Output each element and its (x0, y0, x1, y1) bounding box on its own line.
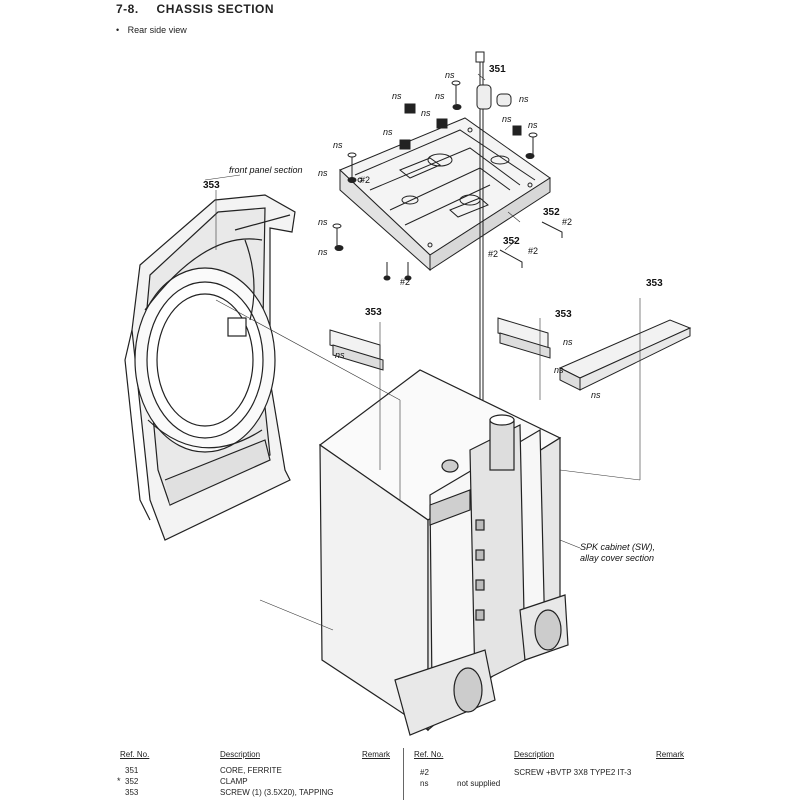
callout-353-c: 353 (555, 309, 572, 320)
col-header-remark: Remark (656, 750, 685, 759)
ns-label: ns (333, 140, 343, 150)
ferrite-core-351 (475, 51, 512, 400)
ns-label: ns (502, 114, 512, 124)
col-header-desc: Description (514, 750, 555, 759)
callout-351: 351 (489, 64, 506, 75)
page-title: 7-8. CHASSIS SECTION (116, 2, 274, 16)
spk-cabinet-label-1: SPK cabinet (SW), (580, 542, 655, 552)
view-label: • Rear side view (116, 25, 187, 35)
table-row-desc: CORE, FERRITE (220, 766, 282, 775)
col-header-remark: Remark (362, 750, 391, 759)
front-panel-label: front panel section (229, 165, 303, 175)
leader-lines (204, 73, 641, 631)
table-row-desc: SCREW +BVTP 3X8 TYPE2 IT-3 (514, 768, 632, 777)
screw-2-label: #2 (562, 217, 572, 227)
ns-label: ns (554, 365, 564, 375)
callout-352-b: 352 (503, 236, 520, 247)
screw-2-label: #2 (360, 175, 370, 185)
table-row-ref: 352 (125, 777, 139, 786)
bullet-icon: • (116, 25, 120, 35)
table-row-ref: 351 (125, 766, 139, 775)
clamps-352 (499, 221, 563, 268)
front-panel (124, 194, 296, 541)
ns-label: ns (528, 120, 538, 130)
callout-352-a: 352 (543, 207, 560, 218)
ns-label: ns (335, 350, 345, 360)
ns-label: ns (435, 91, 445, 101)
table-row-ref: ns (420, 779, 429, 788)
ns-label: ns (318, 168, 328, 178)
spk-cabinet-label-2: allay cover section (580, 553, 654, 563)
table-row-ref: 353 (125, 788, 139, 797)
table-row-desc: CLAMP (220, 777, 248, 786)
col-header-ref: Ref. No. (414, 750, 444, 759)
table-row-desc: not supplied (457, 779, 501, 788)
ns-label: ns (318, 247, 328, 257)
callout-labels: 351 352 352 353 353 353 353 ns ns ns ns … (203, 64, 663, 563)
screw-2-label: #2 (488, 249, 498, 259)
ns-label: ns (392, 91, 402, 101)
chassis-plate (339, 117, 551, 272)
brackets (329, 317, 692, 391)
exploded-diagram: 351 352 352 353 353 353 353 ns ns ns ns … (124, 51, 692, 736)
ns-label: ns (445, 70, 455, 80)
col-header-desc: Description (220, 750, 261, 759)
table-row-desc: SCREW (1) (3.5X20), TAPPING (220, 788, 334, 797)
ns-label: ns (383, 127, 393, 137)
spk-cabinet (318, 369, 569, 736)
view-label-text: Rear side view (127, 25, 187, 35)
table-row-ref: #2 (420, 768, 429, 777)
table-divider (403, 748, 404, 800)
ns-label: ns (519, 94, 529, 104)
section-title: CHASSIS SECTION (156, 2, 275, 16)
ns-label: ns (591, 390, 601, 400)
screws-top (332, 80, 538, 281)
col-header-ref: Ref. No. (120, 750, 150, 759)
marked-symbol: * (117, 776, 121, 786)
callout-353-a: 353 (203, 180, 220, 191)
callout-353-d: 353 (646, 278, 663, 289)
ns-label: ns (563, 337, 573, 347)
ns-label: ns (318, 217, 328, 227)
ns-label: ns (421, 108, 431, 118)
screw-2-label: #2 (400, 277, 410, 287)
callout-353-b: 353 (365, 307, 382, 318)
section-number: 7-8. (116, 2, 139, 16)
screw-2-label: #2 (528, 246, 538, 256)
